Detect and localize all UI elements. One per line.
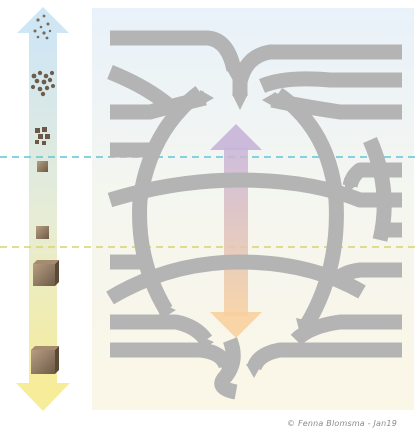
cube-icon	[37, 161, 48, 172]
cube-icon	[31, 346, 59, 374]
down-arrow-icon	[16, 383, 70, 411]
cube-icon	[33, 260, 59, 286]
cycle-arrow-icon	[262, 79, 402, 86]
credit-text: © Fenna Blomsma - Jan19	[287, 419, 397, 428]
cube-icon	[36, 226, 49, 239]
up-arrow-icon	[17, 7, 69, 33]
